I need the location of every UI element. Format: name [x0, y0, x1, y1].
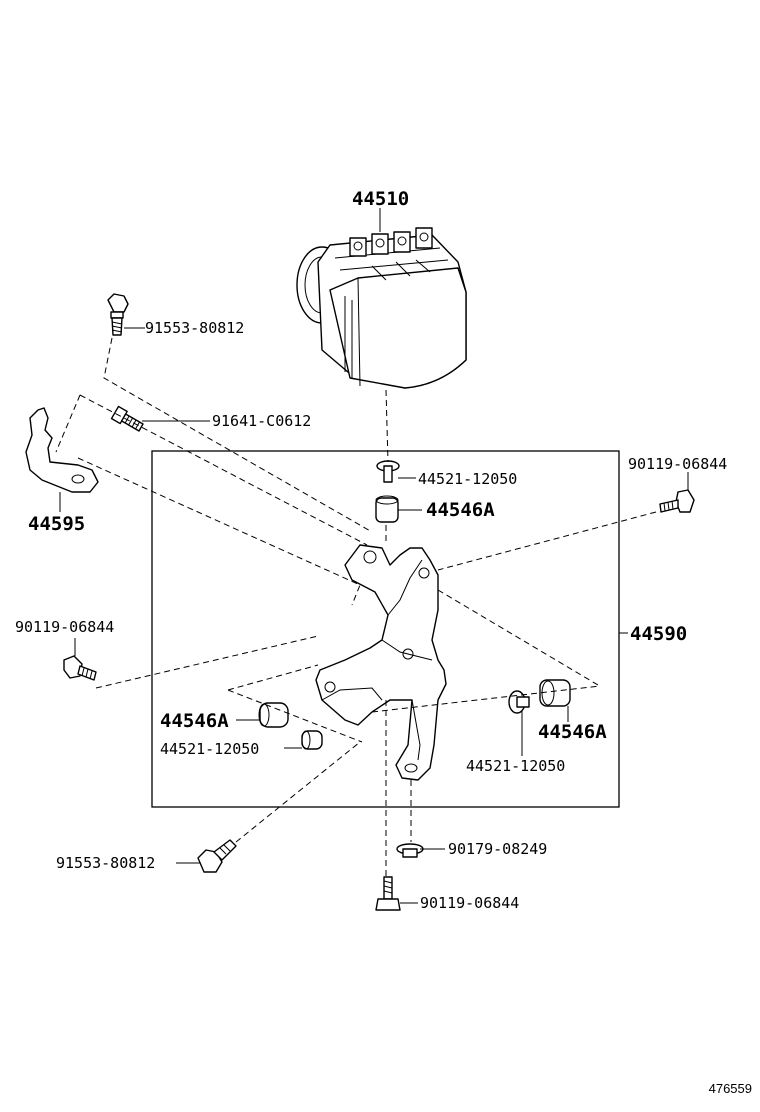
label-cushion-top: 44546A	[426, 499, 495, 521]
label-bolt-lower-left: 91553-80812	[56, 854, 155, 872]
bracket-44595-hole	[71, 474, 85, 484]
bracket-44595[interactable]	[25, 407, 99, 493]
collar-right[interactable]	[508, 690, 530, 714]
bolt-91553-lower[interactable]	[197, 839, 237, 873]
bolt-90119-left[interactable]	[63, 655, 97, 681]
label-collar-top: 44521-12050	[418, 470, 517, 488]
label-collar-left: 44521-12050	[160, 740, 259, 758]
collar-top[interactable]	[376, 460, 400, 483]
abs-actuator[interactable]	[296, 227, 467, 389]
cushion-right[interactable]	[539, 679, 571, 707]
cushion-top[interactable]	[375, 495, 399, 523]
label-bolt-upper-left: 91553-80812	[145, 319, 244, 337]
label-bolt-bottom: 90119-06844	[420, 894, 519, 912]
label-bracket-assy: 44590	[630, 623, 687, 645]
label-cushion-right: 44546A	[538, 721, 607, 743]
assembly-frame	[151, 450, 620, 808]
label-collar-right: 44521-12050	[466, 757, 565, 775]
label-bolt-left: 90119-06844	[15, 618, 114, 636]
collar-left[interactable]	[301, 730, 323, 750]
label-bolt-right: 90119-06844	[628, 455, 727, 473]
bolt-90119-bottom[interactable]	[375, 876, 401, 911]
label-cushion-left: 44546A	[160, 710, 229, 732]
label-abs-actuator: 44510	[352, 188, 409, 210]
leader-lines	[59, 208, 689, 904]
assembly-lines	[55, 337, 657, 876]
bolt-90119-right[interactable]	[659, 489, 695, 513]
bracket-44590[interactable]	[315, 544, 447, 781]
label-bolt-small: 91641-C0612	[212, 412, 311, 430]
label-nut-bottom: 90179-08249	[448, 840, 547, 858]
cushion-left[interactable]	[258, 702, 289, 728]
label-bracket-left: 44595	[28, 513, 85, 535]
bolt-91553-upper[interactable]	[107, 293, 129, 336]
nut-90179[interactable]	[396, 843, 424, 858]
figure-id: 476559	[709, 1081, 752, 1096]
